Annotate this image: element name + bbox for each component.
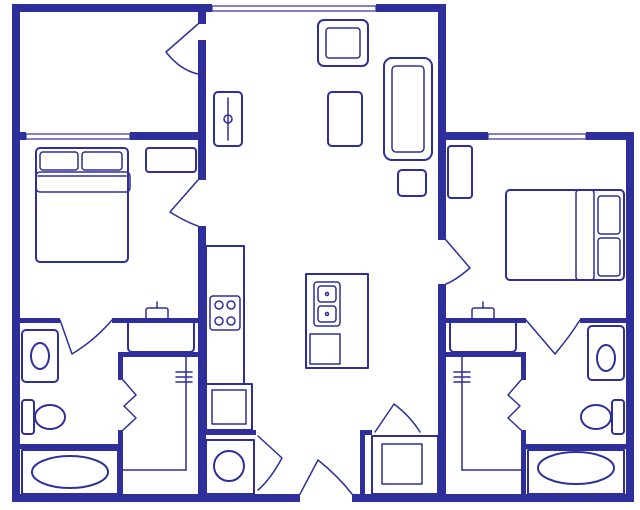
bed-left: [35, 147, 131, 263]
dresser-right: [447, 145, 473, 199]
coffee-table: [327, 91, 363, 147]
toilet-right: [580, 399, 625, 435]
washer: [205, 439, 255, 495]
interior-walls: [20, 40, 626, 496]
vanity-left: [127, 301, 195, 353]
water-heater: [213, 91, 243, 147]
kitchen-counter: [205, 245, 253, 431]
door-swings: [59, 23, 581, 495]
bathroom-sink-right: [587, 325, 625, 381]
windows: [25, 5, 587, 140]
refrigerator: [205, 383, 253, 431]
sofa: [383, 57, 433, 161]
vanity-right: [449, 301, 517, 353]
cooktop: [209, 295, 241, 331]
dryer: [371, 435, 439, 495]
bathroom-sink-left: [21, 329, 59, 383]
side-table: [397, 169, 427, 197]
closet-right: [453, 356, 522, 471]
bathtub-left: [21, 449, 119, 495]
armchair: [317, 19, 369, 67]
kitchen-island: [305, 273, 369, 369]
toilet-left: [21, 399, 66, 435]
bathtub-right: [527, 449, 625, 495]
exterior-walls: [12, 4, 634, 502]
bed-right: [505, 189, 625, 281]
dresser-left: [145, 147, 197, 173]
closet-left: [121, 356, 193, 471]
double-sink: [313, 281, 341, 327]
